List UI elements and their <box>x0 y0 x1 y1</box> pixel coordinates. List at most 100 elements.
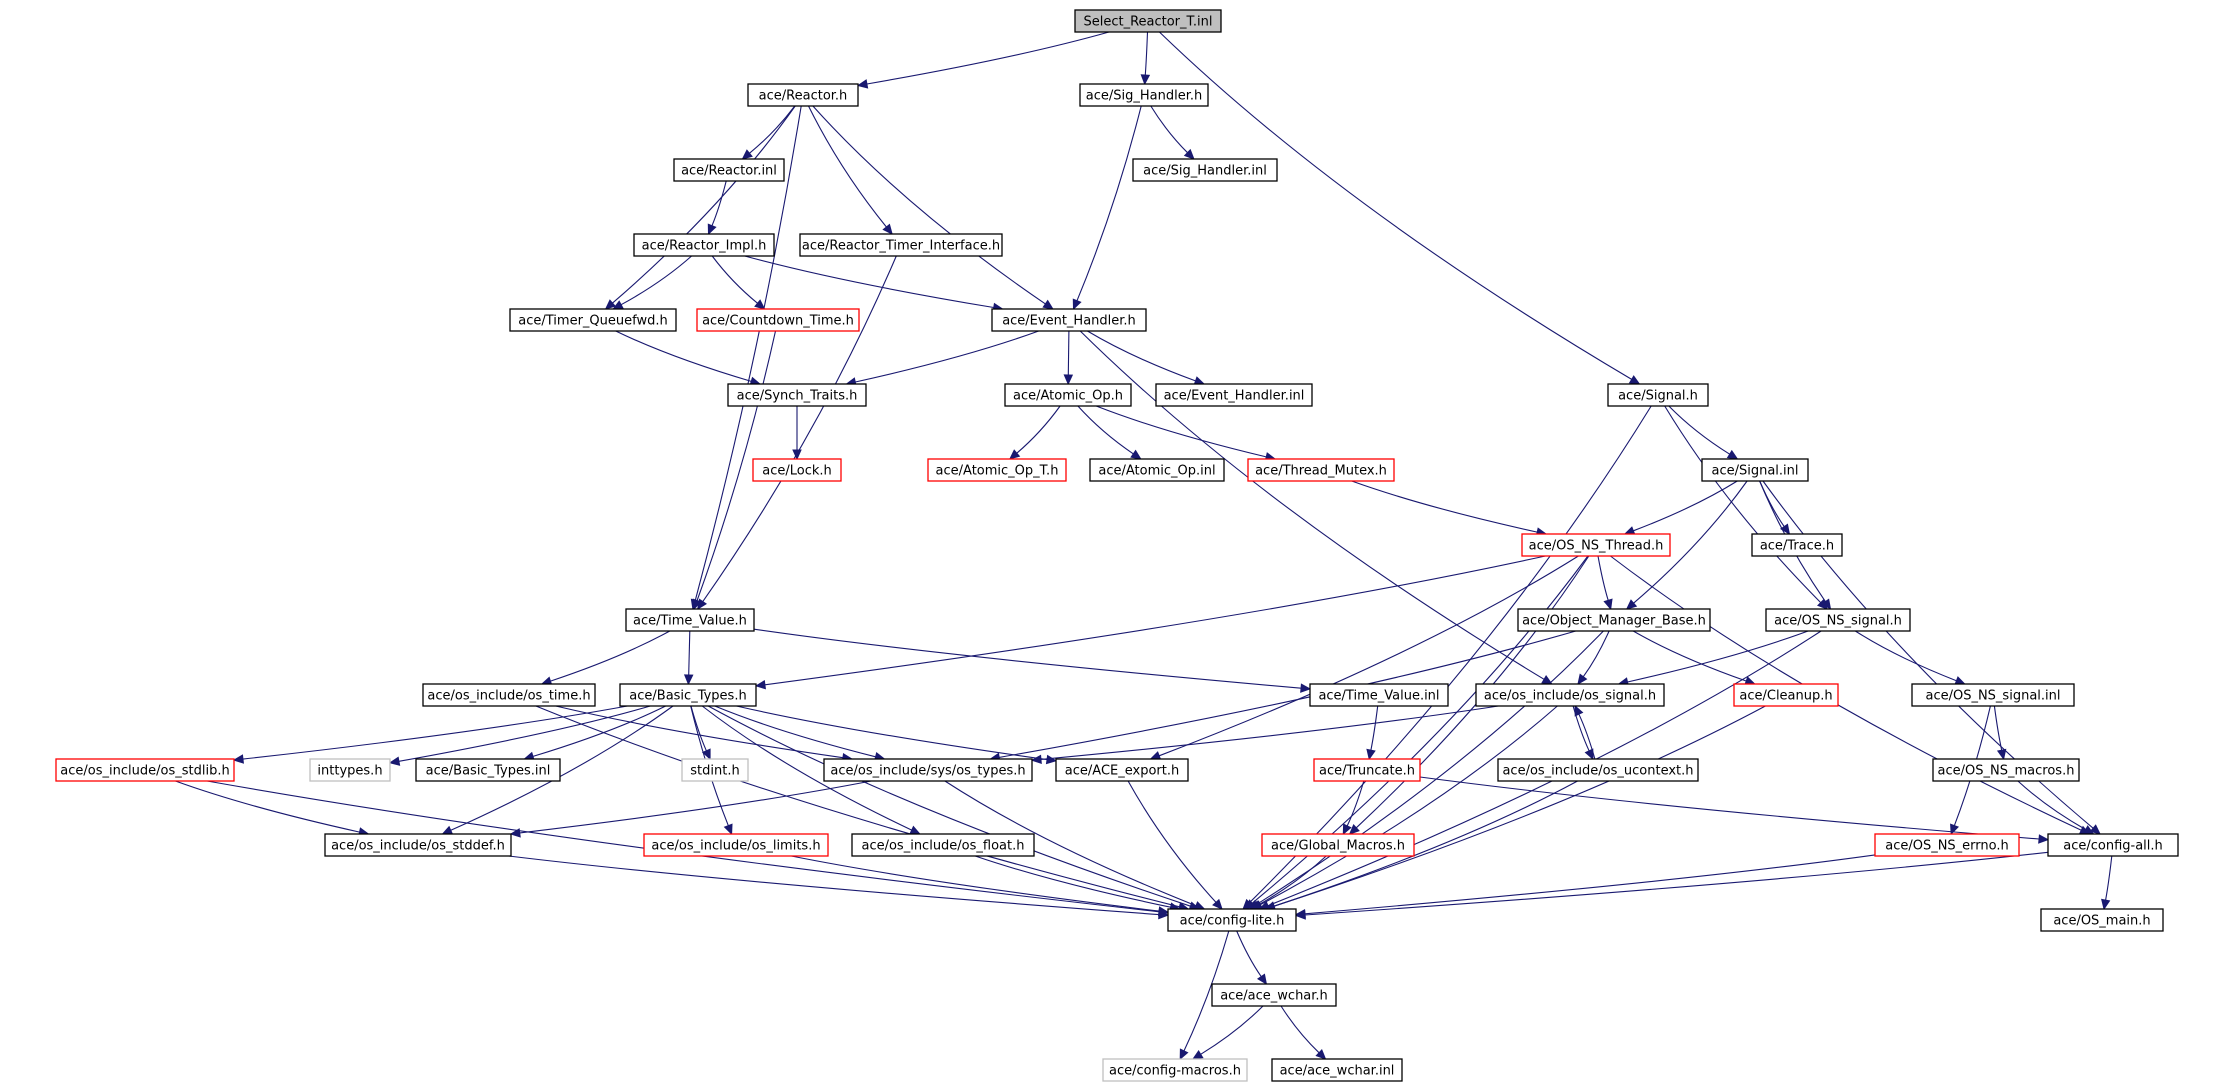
dependency-edge <box>707 180 727 236</box>
node-box <box>309 758 391 782</box>
node-box <box>752 458 842 482</box>
file-node-os-limits-h[interactable]: ace/os_include/os_limits.h <box>643 833 829 857</box>
file-node-os-types-h[interactable]: ace/os_include/sys/os_types.h <box>823 758 1033 782</box>
node-label: ace/Timer_Queuefwd.h <box>518 314 667 329</box>
file-node-time-value-h[interactable]: ace/Time_Value.h <box>625 608 755 632</box>
edge-line <box>620 255 692 306</box>
file-node-time-value-inl[interactable]: ace/Time_Value.inl <box>1309 683 1449 707</box>
node-box <box>1055 758 1189 782</box>
file-node-countdown-time-h[interactable]: ace/Countdown_Time.h <box>696 308 860 332</box>
edge-arrowhead <box>1212 898 1223 910</box>
edge-line <box>1158 555 1579 757</box>
file-node-event-handler-inl[interactable]: ace/Event_Handler.inl <box>1155 383 1313 407</box>
file-node-reactor-inl[interactable]: ace/Reactor.inl <box>673 158 785 182</box>
dependency-edge <box>1577 630 1610 685</box>
edge-arrowhead <box>723 823 733 836</box>
file-node-synch-traits-h[interactable]: ace/Synch_Traits.h <box>727 383 867 407</box>
node-label: ace/Truncate.h <box>1319 764 1415 779</box>
file-node-global-macros-h[interactable]: ace/Global_Macros.h <box>1261 833 1415 857</box>
file-node-atomic-op-h[interactable]: ace/Atomic_Op.h <box>1004 383 1132 407</box>
file-node-os-main-h[interactable]: ace/OS_main.h <box>2040 908 2164 932</box>
file-node-object-manager-base-h[interactable]: ace/Object_Manager_Base.h <box>1517 608 1711 632</box>
file-node-cleanup-h[interactable]: ace/Cleanup.h <box>1733 683 1839 707</box>
node-label: ace/Signal.h <box>1618 389 1698 404</box>
file-node-os-ns-signal-h[interactable]: ace/OS_NS_signal.h <box>1765 608 1911 632</box>
file-node-sig-handler-inl[interactable]: ace/Sig_Handler.inl <box>1132 158 1278 182</box>
edge-arrowhead <box>707 223 717 236</box>
dependency-edge <box>1572 705 1594 761</box>
dependency-edge <box>1759 480 1791 536</box>
file-node-atomic-op-t-h[interactable]: ace/Atomic_Op_T.h <box>927 458 1067 482</box>
file-node-os-stddef-h[interactable]: ace/os_include/os_stddef.h <box>324 833 512 857</box>
edge-arrowhead <box>1996 748 2007 761</box>
file-node-event-handler-h[interactable]: ace/Event_Handler.h <box>991 308 1147 332</box>
file-node-os-stdlib-h[interactable]: ace/os_include/os_stdlib.h <box>55 758 235 782</box>
file-node-ace-wchar-h[interactable]: ace/ace_wchar.h <box>1211 983 1337 1007</box>
edge-line <box>207 780 1160 913</box>
file-node-os-signal-h[interactable]: ace/os_include/os_signal.h <box>1475 683 1665 707</box>
edge-arrowhead <box>1140 74 1151 86</box>
file-node-config-all-h[interactable]: ace/config-all.h <box>2047 833 2179 857</box>
node-label: ace/OS_NS_Thread.h <box>1529 539 1664 554</box>
dependency-edge <box>1159 31 1641 385</box>
edge-line <box>242 705 628 760</box>
edge-arrowhead <box>1008 449 1021 460</box>
edge-arrowhead <box>1348 823 1360 835</box>
file-node-os-ns-thread-h[interactable]: ace/OS_NS_Thread.h <box>1521 533 1671 557</box>
edge-line <box>688 630 691 676</box>
edge-line <box>1236 930 1262 977</box>
edge-line <box>1067 330 1070 376</box>
file-node-thread-mutex-h[interactable]: ace/Thread_Mutex.h <box>1247 458 1395 482</box>
edge-arrowhead <box>1063 374 1074 386</box>
edge-arrowhead <box>701 748 711 761</box>
node-box <box>509 308 677 332</box>
file-node-signal-inl[interactable]: ace/Signal.inl <box>1701 458 1809 482</box>
file-node-lock-h[interactable]: ace/Lock.h <box>752 458 842 482</box>
node-box <box>1313 758 1421 782</box>
file-node-os-ns-signal-inl[interactable]: ace/OS_NS_signal.inl <box>1911 683 2075 707</box>
dependency-edge <box>604 105 796 310</box>
file-node-os-ucontext-h[interactable]: ace/os_include/os_ucontext.h <box>1497 758 1699 782</box>
edge-line <box>532 705 666 757</box>
edge-line <box>1280 1005 1320 1054</box>
file-node-os-float-h[interactable]: ace/os_include/os_float.h <box>851 833 1035 857</box>
edge-line <box>1159 31 1632 380</box>
node-label: ace/OS_main.h <box>2053 914 2150 929</box>
node-label: ace/Sig_Handler.inl <box>1143 164 1267 179</box>
edge-line <box>749 105 796 154</box>
dependency-edge <box>1574 704 1596 760</box>
file-node-reactor-h[interactable]: ace/Reactor.h <box>747 83 859 107</box>
file-node-reactor-timer-interface-h[interactable]: ace/Reactor_Timer_Interface.h <box>799 233 1003 257</box>
file-node-truncate-h[interactable]: ace/Truncate.h <box>1313 758 1421 782</box>
node-box <box>2047 833 2179 857</box>
edge-arrowhead <box>1256 973 1268 986</box>
dependency-edge <box>1191 1005 1264 1060</box>
file-node-reactor-impl-h[interactable]: ace/Reactor_Impl.h <box>633 233 775 257</box>
edge-arrowhead <box>1300 683 1312 693</box>
file-node-timer-queuefwd-h[interactable]: ace/Timer_Queuefwd.h <box>509 308 677 332</box>
file-node-basic-types-inl[interactable]: ace/Basic_Types.inl <box>415 758 561 782</box>
file-node-signal-h[interactable]: ace/Signal.h <box>1607 383 1709 407</box>
dependency-edge <box>856 31 1110 89</box>
node-box <box>1271 1058 1403 1082</box>
edge-line <box>1664 405 1822 603</box>
node-label: ace/Countdown_Time.h <box>702 314 854 329</box>
edge-arrowhead <box>1072 298 1082 311</box>
file-node-trace-h[interactable]: ace/Trace.h <box>1751 533 1843 557</box>
file-node-sig-handler-h[interactable]: ace/Sig_Handler.h <box>1079 83 1209 107</box>
edge-line <box>696 330 777 601</box>
dependency-edge <box>1993 705 2007 761</box>
dependency-edge <box>232 705 628 764</box>
file-node-basic-types-h[interactable]: ace/Basic_Types.h <box>619 683 757 707</box>
file-node-ace-wchar-inl[interactable]: ace/ace_wchar.inl <box>1271 1058 1403 1082</box>
node-label: ace/config-all.h <box>2063 839 2163 854</box>
edge-line <box>1087 330 1196 382</box>
file-node-atomic-op-inl[interactable]: ace/Atomic_Op.inl <box>1089 458 1225 482</box>
file-node-os-time-h[interactable]: ace/os_include/os_time.h <box>422 683 596 707</box>
file-node-os-ns-errno-h[interactable]: ace/OS_NS_errno.h <box>1874 833 2020 857</box>
file-node-ace-export-h[interactable]: ace/ACE_export.h <box>1055 758 1189 782</box>
file-node-config-lite-h[interactable]: ace/config-lite.h <box>1167 908 1297 932</box>
node-label: ace/Basic_Types.inl <box>426 764 551 779</box>
node-label: ace/Object_Manager_Base.h <box>1522 614 1706 629</box>
file-node-os-ns-macros-h[interactable]: ace/OS_NS_macros.h <box>1932 758 2080 782</box>
